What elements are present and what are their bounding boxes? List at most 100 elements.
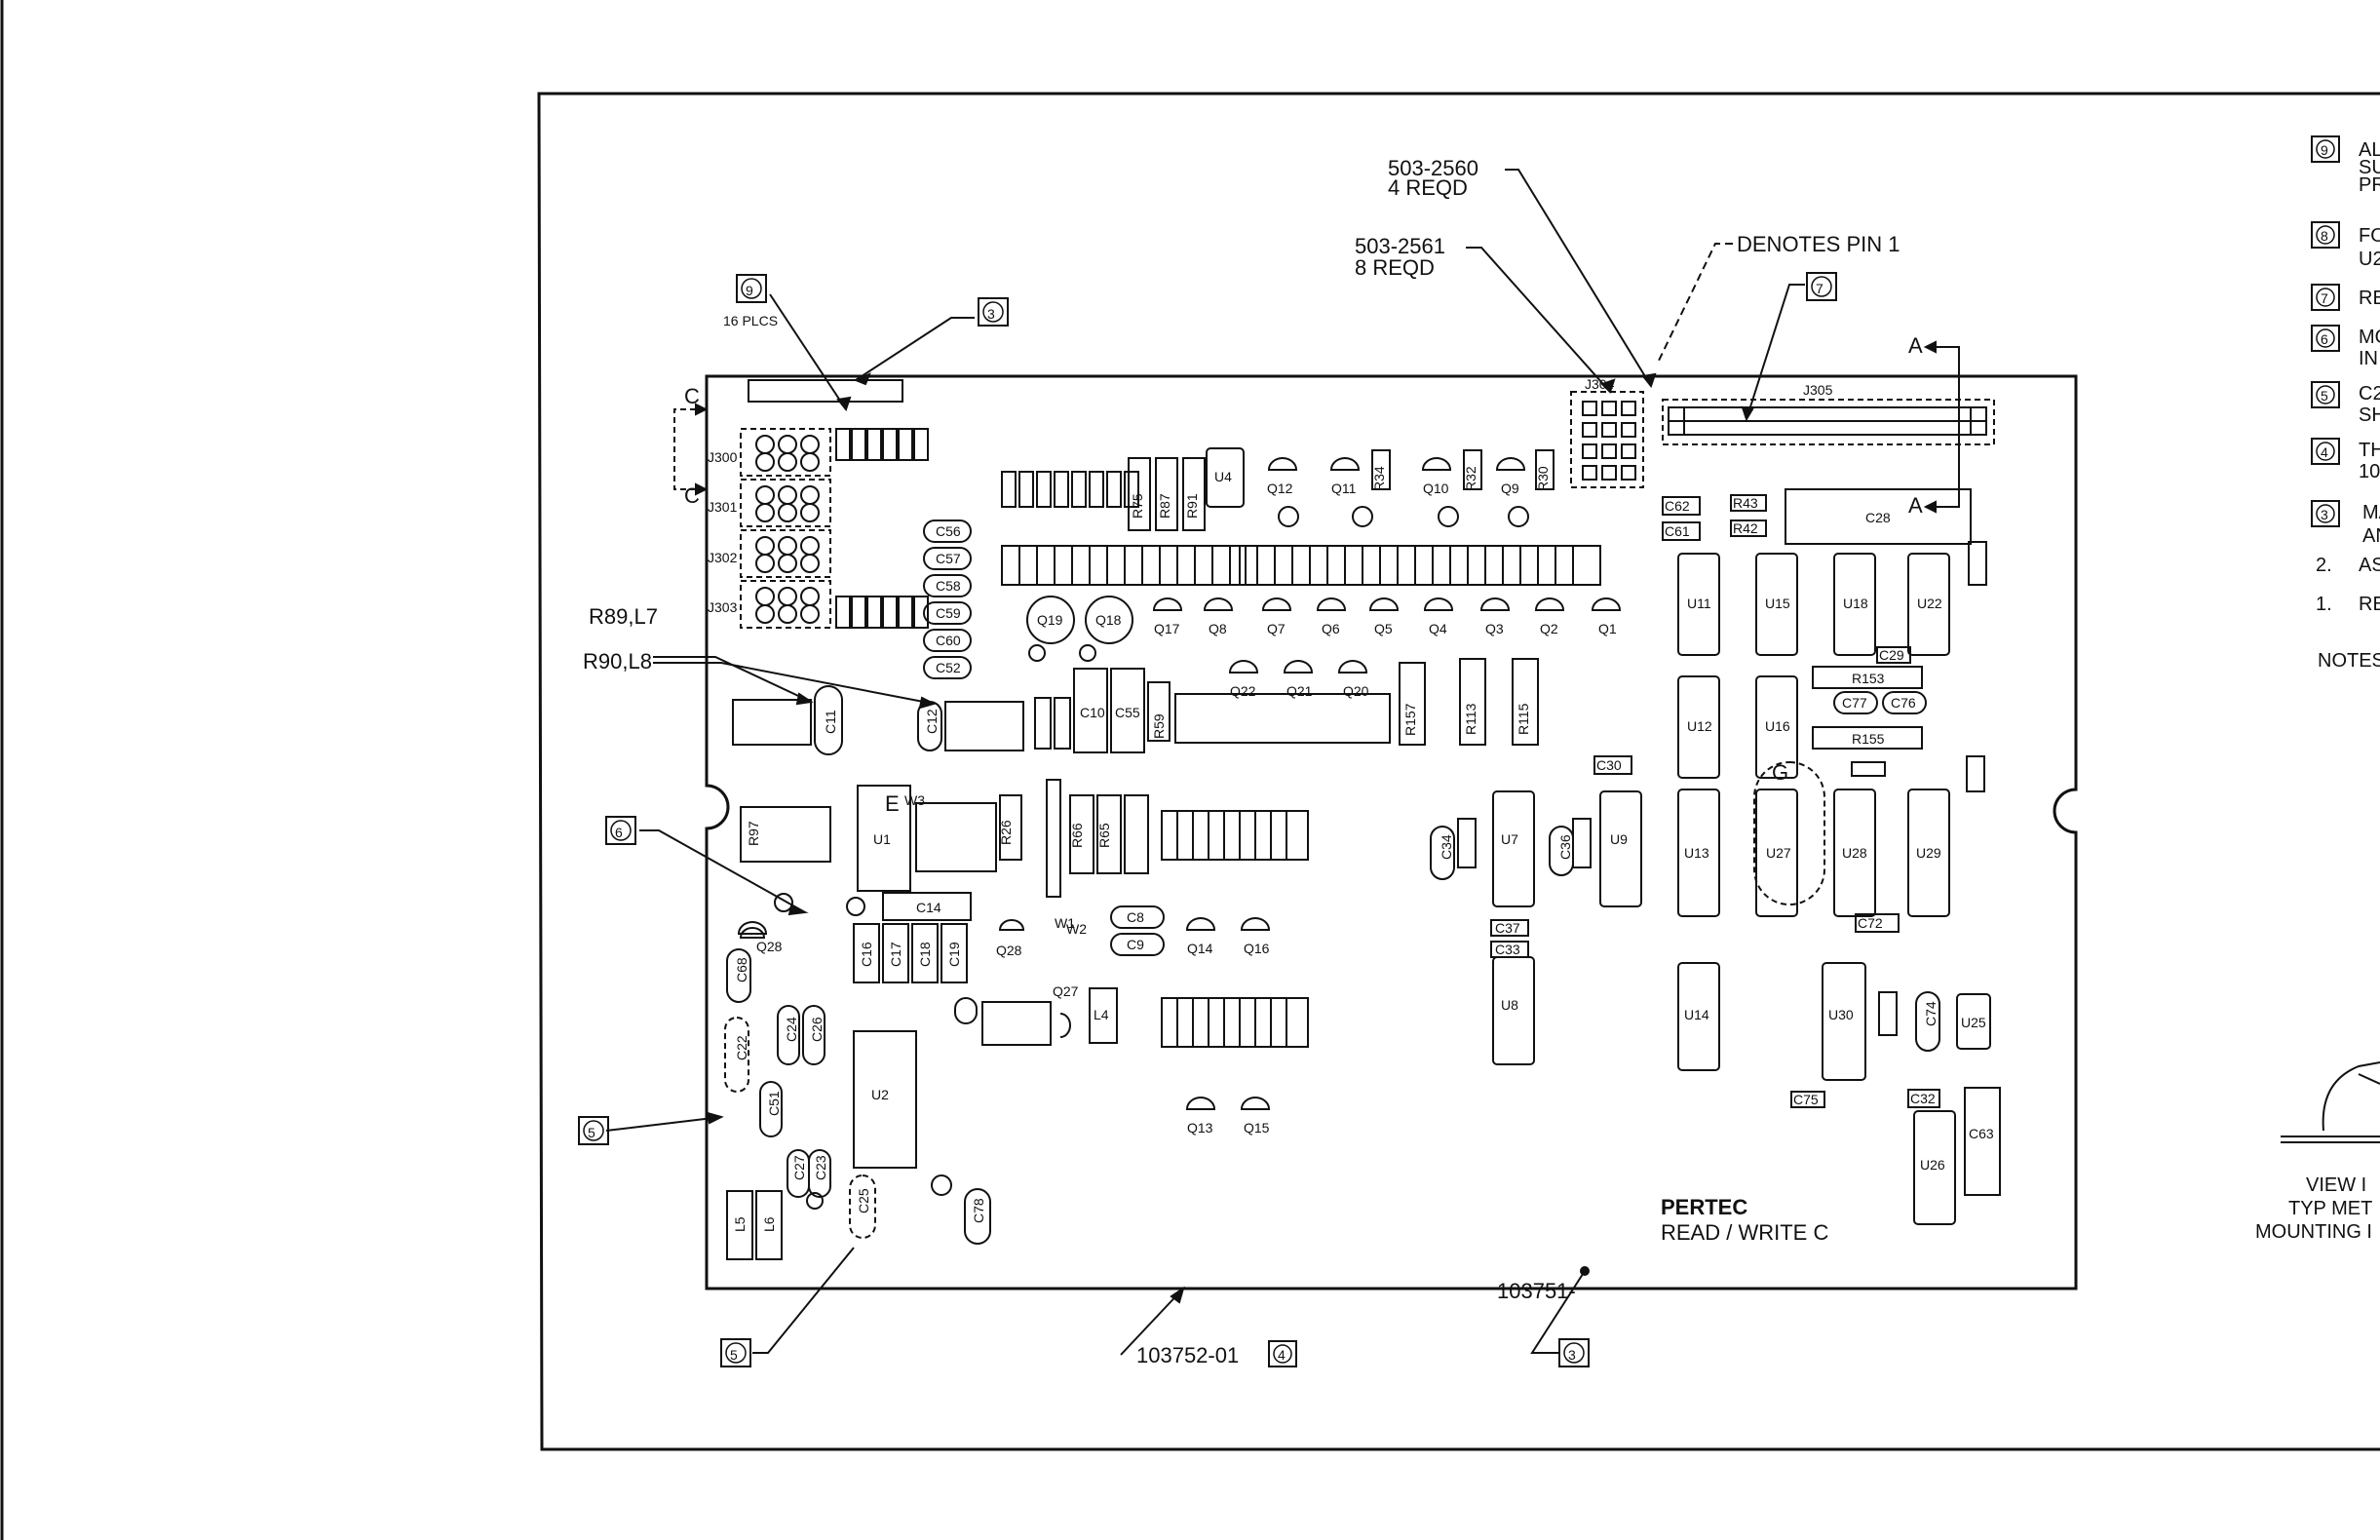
cap-label-c72: C72 xyxy=(1858,915,1883,931)
connector-label-j302: J302 xyxy=(708,550,738,565)
svg-text:7: 7 xyxy=(1816,281,1823,296)
view-caption-line1: VIEW I xyxy=(2306,1174,2366,1196)
svg-text:3: 3 xyxy=(1568,1347,1576,1363)
marker-5-left: 5 xyxy=(578,1116,609,1145)
lower-left-cluster xyxy=(724,921,991,1260)
view-a-label-bottom: A xyxy=(1908,493,1923,518)
note-5: 5 C2 SH xyxy=(2311,381,2380,426)
svg-text:6: 6 xyxy=(615,825,623,840)
callout-part-2561-qty: 8 REQD xyxy=(1355,255,1435,280)
res-label-r157: R157 xyxy=(1402,703,1418,736)
ic-label-u22: U22 xyxy=(1917,596,1942,611)
q-label-q26: Q27 xyxy=(1053,983,1079,999)
resistor-row-top xyxy=(1001,447,1555,531)
ic-label-u15: U15 xyxy=(1765,596,1790,611)
cap-label-c59: C59 xyxy=(936,605,961,621)
svg-text:8: 8 xyxy=(2321,228,2328,244)
drawing-frame xyxy=(537,92,2380,1451)
note-3: 3 MA AN xyxy=(2311,500,2380,547)
notes-column: 9 AL SU PR 8 FO U2 7 RE 6 MO IN xyxy=(2311,135,2380,672)
resistor-row-middle xyxy=(1001,545,1601,586)
jumper-label-w3: W3 xyxy=(904,792,925,808)
callout-part-2561: 503-2561 xyxy=(1355,234,1445,258)
cap-label-c61: C61 xyxy=(1665,523,1690,539)
q-label-q28: Q28 xyxy=(756,939,783,954)
svg-text:4: 4 xyxy=(1278,1347,1286,1363)
callout-r90-l8: R90,L8 xyxy=(583,649,652,674)
view-caption-line3: MOUNTING I xyxy=(2255,1221,2372,1243)
svg-text:IN: IN xyxy=(2359,348,2378,369)
q-label-q12: Q12 xyxy=(1267,481,1293,496)
transistor-row-middle xyxy=(1152,597,1622,674)
cap-label-c17: C17 xyxy=(888,942,903,967)
cap-label-c18: C18 xyxy=(917,942,933,967)
ic-label-u14: U14 xyxy=(1684,1007,1709,1022)
view-caption-line2: TYP MET xyxy=(2288,1198,2372,1219)
c28-region xyxy=(1662,488,1972,545)
cap-label-c57: C57 xyxy=(936,551,961,566)
ic-label-u28: U28 xyxy=(1842,845,1867,861)
cap-label-c8: C8 xyxy=(1127,909,1144,925)
q-label-q20: Q20 xyxy=(1343,683,1369,699)
callout-leaders xyxy=(605,169,1805,1356)
q-label-q27: Q28 xyxy=(996,943,1022,958)
center-ic-group xyxy=(1430,790,1642,1065)
marker-5-bottom: 5 xyxy=(720,1338,751,1367)
callout-plcs: 16 PLCS xyxy=(723,313,778,328)
jumper-label-e: E xyxy=(885,791,900,816)
cap-label-c63: C63 xyxy=(1969,1126,1994,1141)
svg-text:SH: SH xyxy=(2359,404,2380,426)
res-label-r91: R91 xyxy=(1184,493,1200,519)
cap-label-c60: C60 xyxy=(936,633,961,648)
svg-text:MA: MA xyxy=(2362,502,2380,523)
marker-7: 7 xyxy=(1806,272,1837,301)
svg-text:3: 3 xyxy=(987,306,995,322)
res-label-r115: R115 xyxy=(1516,703,1531,735)
resistor-pack-top-left xyxy=(835,428,929,629)
board-brand: PERTEC xyxy=(1661,1195,1747,1219)
pin-label-g: G xyxy=(1772,760,1788,785)
res-label-r75: R75 xyxy=(1130,493,1145,519)
cap-label-c34: C34 xyxy=(1439,834,1454,860)
cap-label-c19: C19 xyxy=(946,942,962,967)
ic-label-u2: U2 xyxy=(871,1087,889,1102)
cap-label-c75: C75 xyxy=(1793,1092,1819,1107)
cap-label-c51: C51 xyxy=(766,1091,782,1116)
ic-label-u1: U1 xyxy=(873,831,891,847)
cap-label-c26: C26 xyxy=(809,1017,825,1042)
ic-label-u30: U30 xyxy=(1828,1007,1854,1022)
q-label-q22: Q22 xyxy=(1230,683,1256,699)
svg-text:5: 5 xyxy=(588,1125,595,1140)
svg-text:AN: AN xyxy=(2362,525,2380,547)
q-label-q6: Q6 xyxy=(1322,621,1340,636)
cap-label-c56: C56 xyxy=(936,523,961,539)
q-label-q11: Q11 xyxy=(1331,481,1357,496)
res-label-r42: R42 xyxy=(1733,520,1758,536)
j304-connector xyxy=(1570,391,1644,488)
connector-label-j303: J303 xyxy=(708,599,738,615)
cap-label-c33: C33 xyxy=(1495,942,1520,957)
inductor-label-l5: L5 xyxy=(732,1216,748,1232)
svg-text:4: 4 xyxy=(2321,444,2328,460)
cap-label-c23: C23 xyxy=(813,1155,828,1180)
cap-label-c28: C28 xyxy=(1865,510,1891,525)
note-1-text: RE xyxy=(2359,594,2380,615)
ic-label-u25: U25 xyxy=(1961,1015,1986,1030)
marker-4: 4 xyxy=(1268,1340,1297,1367)
note-4: 4 TH 10 xyxy=(2311,438,2380,482)
q-label-q16: Q16 xyxy=(1244,941,1270,956)
q-label-q1: Q1 xyxy=(1598,621,1617,636)
connector-group-left xyxy=(740,428,831,629)
u1-region xyxy=(739,779,1149,983)
ic-label-u29: U29 xyxy=(1916,845,1941,861)
svg-text:RE: RE xyxy=(2359,288,2380,309)
note-9: 9 AL SU PR xyxy=(2311,135,2380,196)
cap-label-c76: C76 xyxy=(1891,695,1916,711)
cap-label-c74: C74 xyxy=(1923,1001,1939,1026)
transistor-large-pair xyxy=(1026,596,1133,662)
q-label-q8: Q8 xyxy=(1209,621,1227,636)
svg-text:FO: FO xyxy=(2359,225,2380,247)
cap-label-c29: C29 xyxy=(1879,647,1904,663)
marker-9: 9 xyxy=(736,274,767,303)
res-label-r26: R26 xyxy=(998,820,1014,845)
